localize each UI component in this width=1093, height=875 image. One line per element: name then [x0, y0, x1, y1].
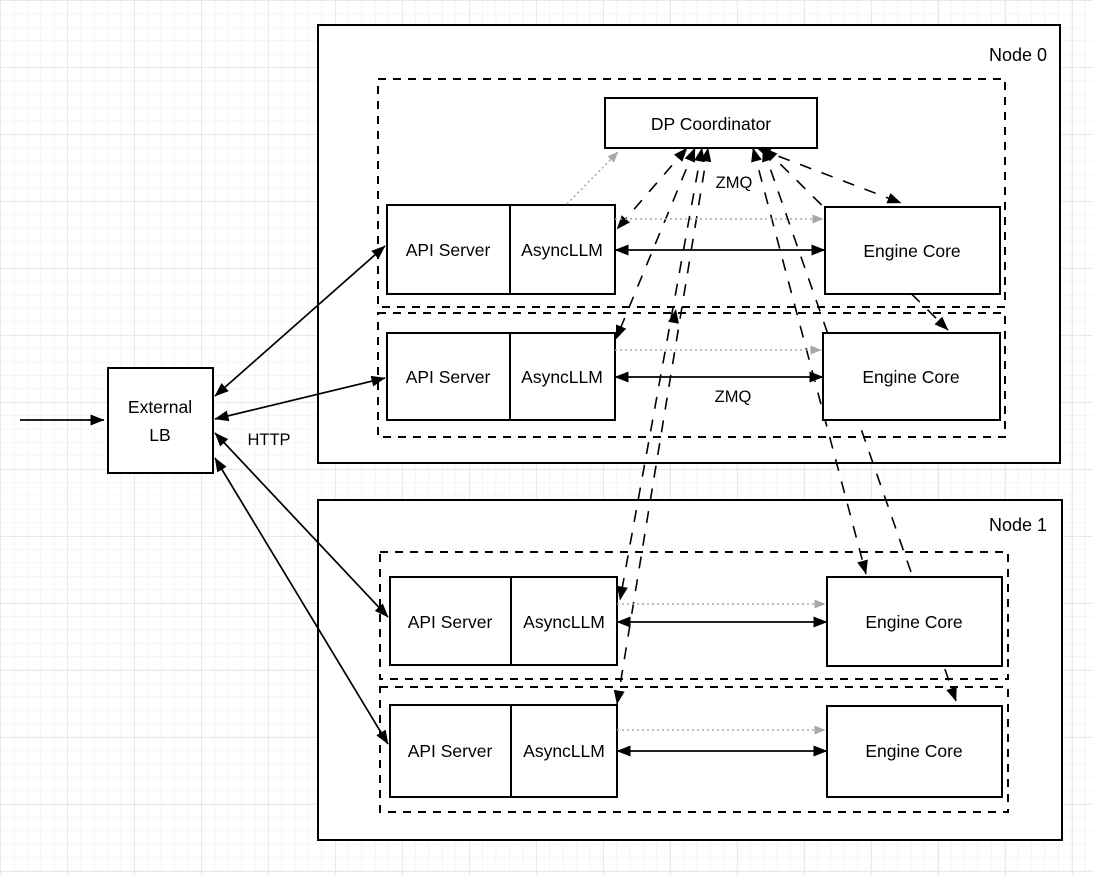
api-server-label-1: API Server: [406, 367, 491, 387]
api-server-label-3: API Server: [408, 741, 493, 761]
engine-core-box-1: [822, 332, 1001, 421]
api-asyncllm-box-1: [386, 332, 616, 421]
node0-label: Node 0: [989, 45, 1047, 65]
replica2: API Server AsyncLLM Engine Core: [389, 576, 1003, 667]
engine-core-label-3: Engine Core: [865, 741, 962, 761]
dotted-arrow-asyncllm0-dp: [566, 151, 619, 205]
replica0: API Server AsyncLLM Engine Core: [386, 204, 1001, 295]
engine-core-box-3: [826, 705, 1003, 798]
asyncllm-label-2: AsyncLLM: [523, 612, 605, 632]
external-lb-box: [107, 367, 214, 474]
node1-label: Node 1: [989, 515, 1047, 535]
asyncllm-label-0: AsyncLLM: [521, 240, 603, 260]
asyncllm-label-3: AsyncLLM: [523, 741, 605, 761]
engine-core-box-2: [826, 576, 1003, 667]
api-server-label-0: API Server: [406, 240, 491, 260]
replica3: API Server AsyncLLM Engine Core: [389, 704, 1003, 798]
dashed-arrow-mid-arrowhead: [668, 309, 679, 324]
arrow-externallb-api0: [214, 245, 386, 397]
api-asyncllm-box-2: [389, 576, 618, 666]
arrow-externallb-api3: [214, 457, 389, 745]
engine-core-label-0: Engine Core: [863, 241, 960, 261]
http-label: HTTP: [247, 431, 290, 449]
zmq-label-mid: ZMQ: [715, 388, 752, 406]
engine-core-label-2: Engine Core: [865, 612, 962, 632]
api-asyncllm-box-3: [389, 704, 618, 798]
engine-core-box-0: [824, 206, 1001, 295]
api-asyncllm-box-0: [386, 204, 616, 295]
replica1: API Server AsyncLLM Engine Core: [386, 332, 1001, 421]
arrow-externallb-api1: [214, 375, 386, 422]
replica3-group-box: [379, 686, 1009, 813]
zmq-label-top: ZMQ: [716, 174, 753, 192]
replica0-group-box: [377, 78, 1006, 308]
api-server-label-2: API Server: [408, 612, 493, 632]
engine-core-label-1: Engine Core: [862, 367, 959, 387]
external-lb-label-line1: External: [128, 397, 192, 417]
dp-coordinator-box: [604, 97, 818, 149]
dp-coordinator-label: DP Coordinator: [651, 114, 771, 134]
external-lb-label-line2: LB: [149, 425, 170, 445]
dashed-arrow-dp-asyncllm3: [613, 147, 712, 705]
asyncllm-label-1: AsyncLLM: [521, 367, 603, 387]
